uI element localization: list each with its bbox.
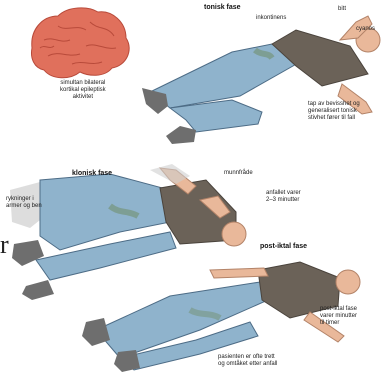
tonic-phase-title: tonisk fase [204, 4, 241, 11]
brain-caption: simultan bilateral kortikal epileptisk a… [60, 80, 106, 101]
patient-tired-label: pasienten er ofte trett og omtåket etter… [218, 354, 277, 368]
brain-icon [32, 8, 130, 78]
jerks-label: rykninger i armer og ben [6, 196, 42, 210]
postictal-duration-label: post-iktal fase varer minutter til timer [320, 306, 357, 327]
edge-glyph: r [0, 232, 9, 258]
incontinence-label: inkontinens [256, 15, 286, 22]
postictal-phase-title: post-iktal fase [260, 243, 307, 250]
clonic-phase-title: klonisk fase [72, 170, 112, 177]
tonic-phase-figure [142, 16, 380, 144]
cyanosis-label: cyanos [356, 26, 375, 33]
loss-of-consciousness-label: tap av bevisshet og generalisert tonisk … [308, 101, 360, 122]
foam-label: munnfråde [224, 170, 253, 177]
duration-label: anfallet varer 2–3 minutter [266, 190, 301, 204]
bite-label: bitt [338, 6, 346, 13]
clonic-phase-figure [10, 164, 246, 300]
